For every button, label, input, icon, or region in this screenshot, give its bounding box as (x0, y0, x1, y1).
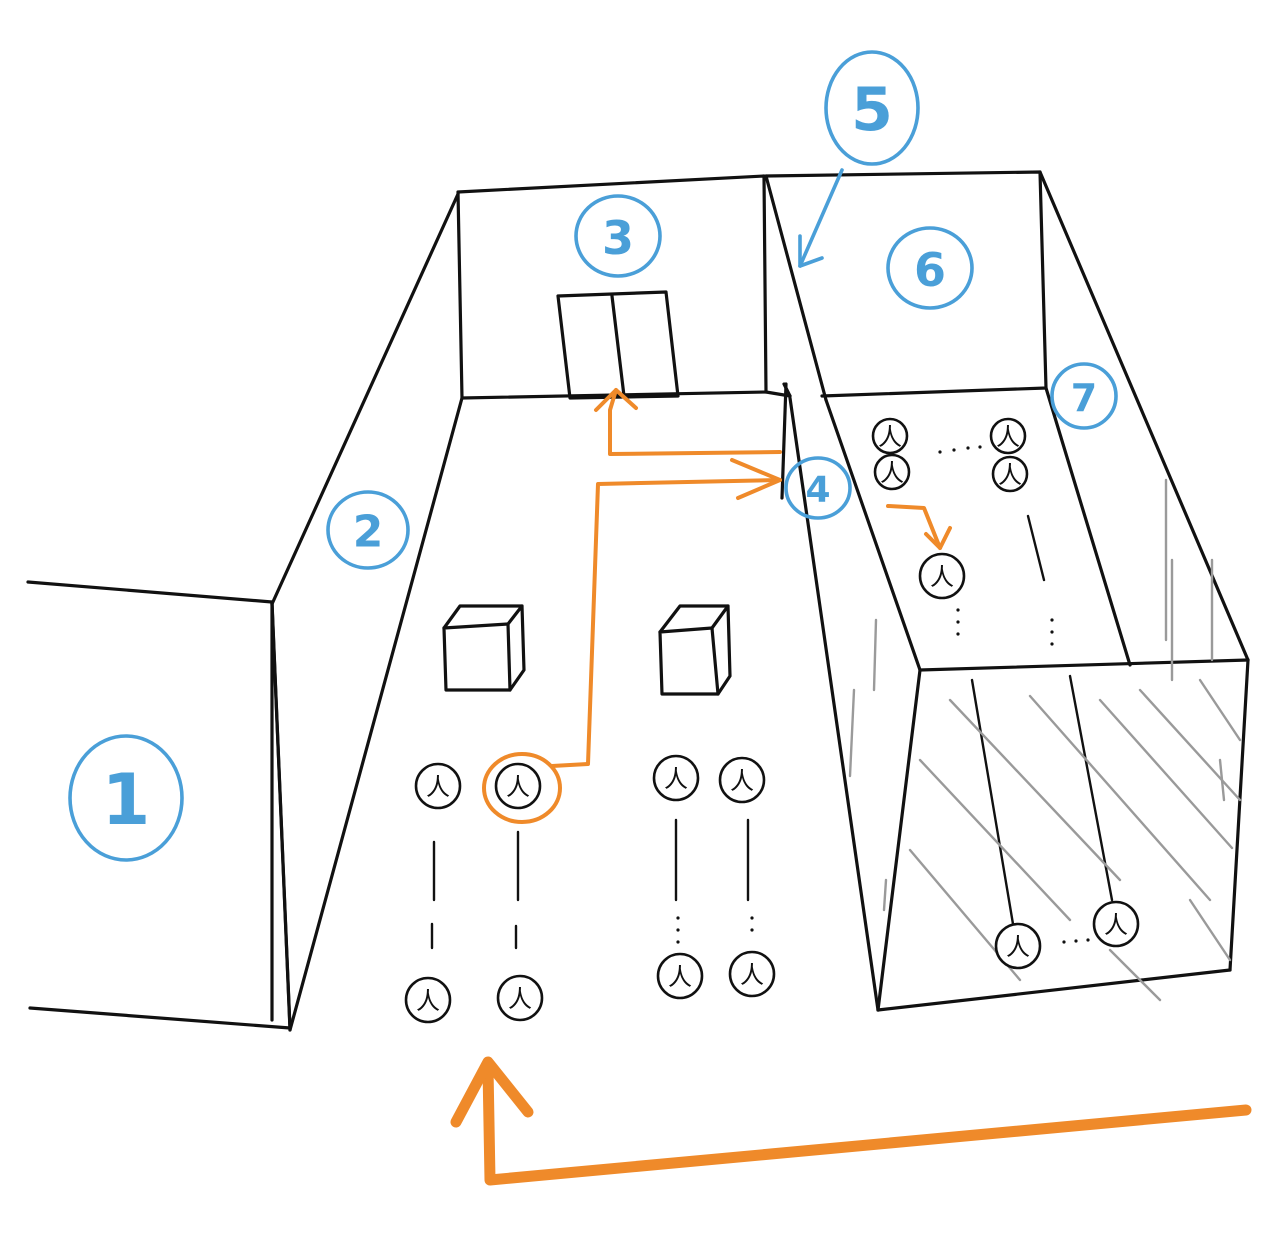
person-circle (991, 455, 1029, 493)
person-circle (404, 976, 452, 1024)
person-glyph: 人 (426, 773, 450, 801)
person-marker: 人 (656, 952, 704, 1000)
person-marker: 人 (871, 417, 909, 455)
right-room (764, 170, 1250, 1012)
person-circle (728, 950, 776, 998)
person-circle (918, 552, 966, 600)
person-glyph: 人 (740, 961, 764, 989)
area-label-number: 1 (102, 759, 151, 841)
person-marker: 人 (989, 417, 1027, 455)
persons-layer: 人人人人人人人人人人人人人人人 (404, 417, 1140, 1024)
path-arrow-to-door-3 (594, 388, 782, 456)
person-marker: 人 (918, 552, 966, 600)
person-glyph: 人 (506, 773, 530, 801)
person-circle (873, 453, 911, 491)
person-glyph: 人 (878, 423, 902, 451)
person-marker: 人 (994, 922, 1042, 970)
person-marker: 人 (1092, 900, 1140, 948)
highlight-selected-person (482, 752, 562, 824)
area-label-circle (574, 194, 662, 278)
area-label-5: 5 (824, 50, 920, 166)
area-label-1: 1 (68, 734, 184, 862)
area-label-7: 7 (1050, 362, 1118, 430)
person-circle (494, 762, 542, 810)
person-glyph: 人 (416, 987, 440, 1015)
person-glyph: 人 (668, 963, 692, 991)
label-5-pointer (798, 168, 844, 268)
area-label-circle (68, 734, 184, 862)
person-marker: 人 (718, 756, 766, 804)
area-label-3: 3 (574, 194, 662, 278)
area-label-circle (784, 456, 852, 520)
person-glyph: 人 (1104, 911, 1128, 939)
person-glyph: 人 (508, 985, 532, 1013)
path-arrow-to-doorway-4 (550, 458, 782, 768)
area-label-4: 4 (784, 456, 852, 520)
person-circle (496, 974, 544, 1022)
person-marker: 人 (991, 455, 1029, 493)
speaker-box-right (658, 604, 732, 696)
person-marker: 人 (404, 976, 452, 1024)
area-label-number: 7 (1071, 376, 1097, 420)
person-marker: 人 (414, 762, 462, 810)
area-label-circle (326, 490, 410, 570)
person-glyph: 人 (930, 563, 954, 591)
person-marker: 人 (728, 950, 776, 998)
building-1-block (26, 580, 292, 1030)
main-hall-room (270, 174, 792, 1032)
speaker-box-left (442, 604, 526, 692)
entry-arrow (450, 1056, 1252, 1186)
person-circle (656, 952, 704, 1000)
person-glyph: 人 (664, 765, 688, 793)
area-label-number: 4 (805, 470, 830, 511)
doorway-4-partition (780, 382, 792, 500)
labels-layer: 1 2 3 4 5 6 7 (68, 50, 1118, 862)
person-glyph: 人 (996, 423, 1020, 451)
area-label-number: 5 (851, 75, 893, 145)
queue-dots (676, 445, 1090, 944)
area-label-2: 2 (326, 490, 410, 570)
person-marker: 人 (496, 974, 544, 1022)
stage-hatching (848, 478, 1242, 1002)
person-circle (994, 922, 1042, 970)
person-marker: 人 (652, 754, 700, 802)
person-marker: 人 (873, 453, 911, 491)
person-glyph: 人 (1006, 933, 1030, 961)
queue-lines-main-hall (430, 818, 750, 950)
area-label-circle (886, 226, 974, 310)
person-glyph: 人 (880, 459, 904, 487)
area-label-circle (824, 50, 920, 166)
person-circle (1092, 900, 1140, 948)
person-circle (718, 756, 766, 804)
person-marker: 人 (494, 762, 542, 810)
area-label-circle (1050, 362, 1118, 430)
person-glyph: 人 (998, 461, 1022, 489)
person-circle (414, 762, 462, 810)
path-arrow-right-room (886, 504, 952, 550)
person-circle (989, 417, 1027, 455)
person-glyph: 人 (730, 767, 754, 795)
area-label-number: 2 (353, 507, 384, 558)
person-circle (652, 754, 700, 802)
area-label-number: 3 (602, 211, 634, 265)
area-label-6: 6 (886, 226, 974, 310)
area-label-number: 6 (914, 243, 946, 297)
person-circle (871, 417, 909, 455)
